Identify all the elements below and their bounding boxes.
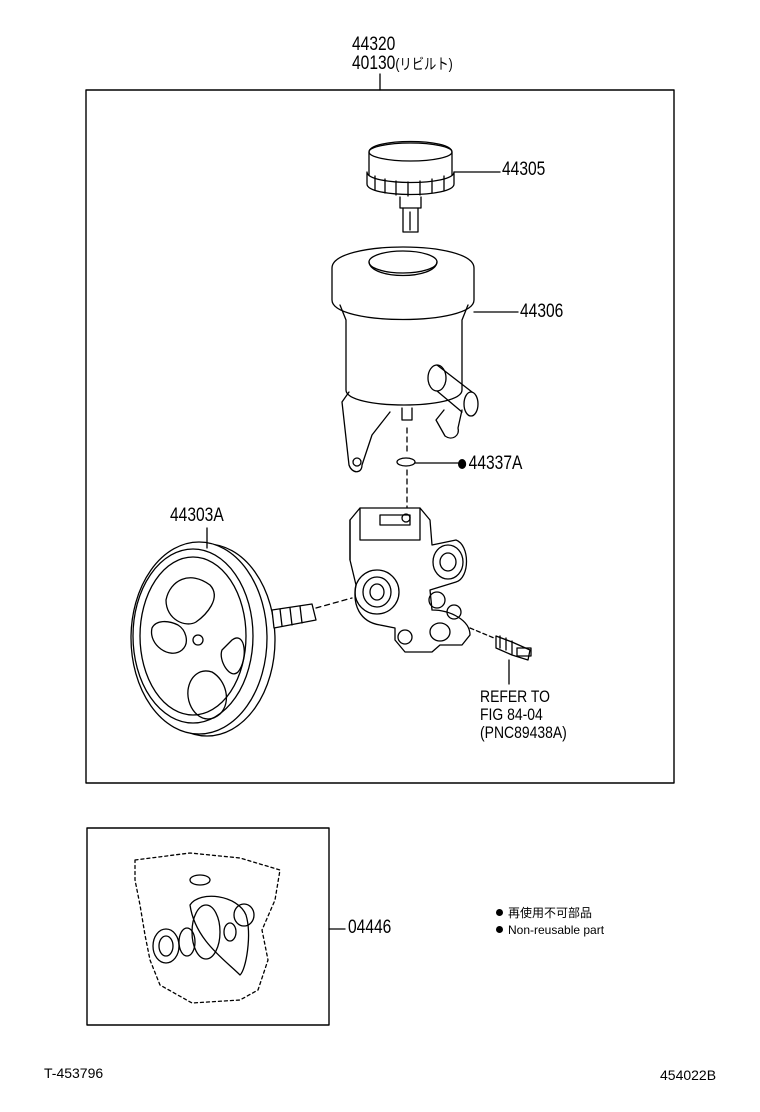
reservoir-tank (331, 246, 479, 473)
cap-part-number: 44305 (502, 159, 546, 180)
oring-number: 44337A (468, 453, 523, 474)
non-reusable-marker (458, 459, 467, 469)
reservoir-part-number: 44306 (520, 301, 564, 322)
pressure-switch (495, 635, 532, 661)
reference-line-1: REFER TO (480, 687, 550, 706)
legend-dot-icon (496, 909, 503, 916)
rebuilt-number: 40130 (352, 53, 396, 74)
gasket-frame (86, 827, 330, 1026)
switch-dash (469, 627, 495, 639)
legend-japanese: 再使用不可部品 (496, 905, 592, 921)
legend-jp-text: 再使用不可部品 (508, 906, 593, 920)
rebuilt-suffix: (リビルト) (395, 56, 453, 73)
pump-body (349, 507, 471, 653)
footer-right-code: 454022B (660, 1067, 717, 1083)
oring-part (396, 457, 416, 467)
pulley-part-number: 44303A (170, 505, 224, 526)
assembly-part-number: 44320 (352, 34, 396, 55)
rebuilt-part-number: 40130(リビルト) (352, 54, 453, 75)
gasket-kit-parts (134, 852, 281, 1004)
reference-line-3: (PNC89438A) (480, 723, 567, 742)
gasket-kit-part-number: 04446 (348, 917, 392, 938)
legend-en-text: Non-reusable part (508, 923, 605, 937)
reservoir-cap (366, 140, 455, 233)
oring-part-number: 44337A (458, 454, 522, 474)
reference-line-2: FIG 84-04 (480, 705, 543, 724)
shaft-dash (315, 597, 353, 609)
footer-left-code: T-453796 (44, 1065, 104, 1081)
pulley-part (130, 541, 317, 737)
legend-dot-icon (496, 926, 503, 933)
legend-english: Non-reusable part (496, 922, 604, 938)
